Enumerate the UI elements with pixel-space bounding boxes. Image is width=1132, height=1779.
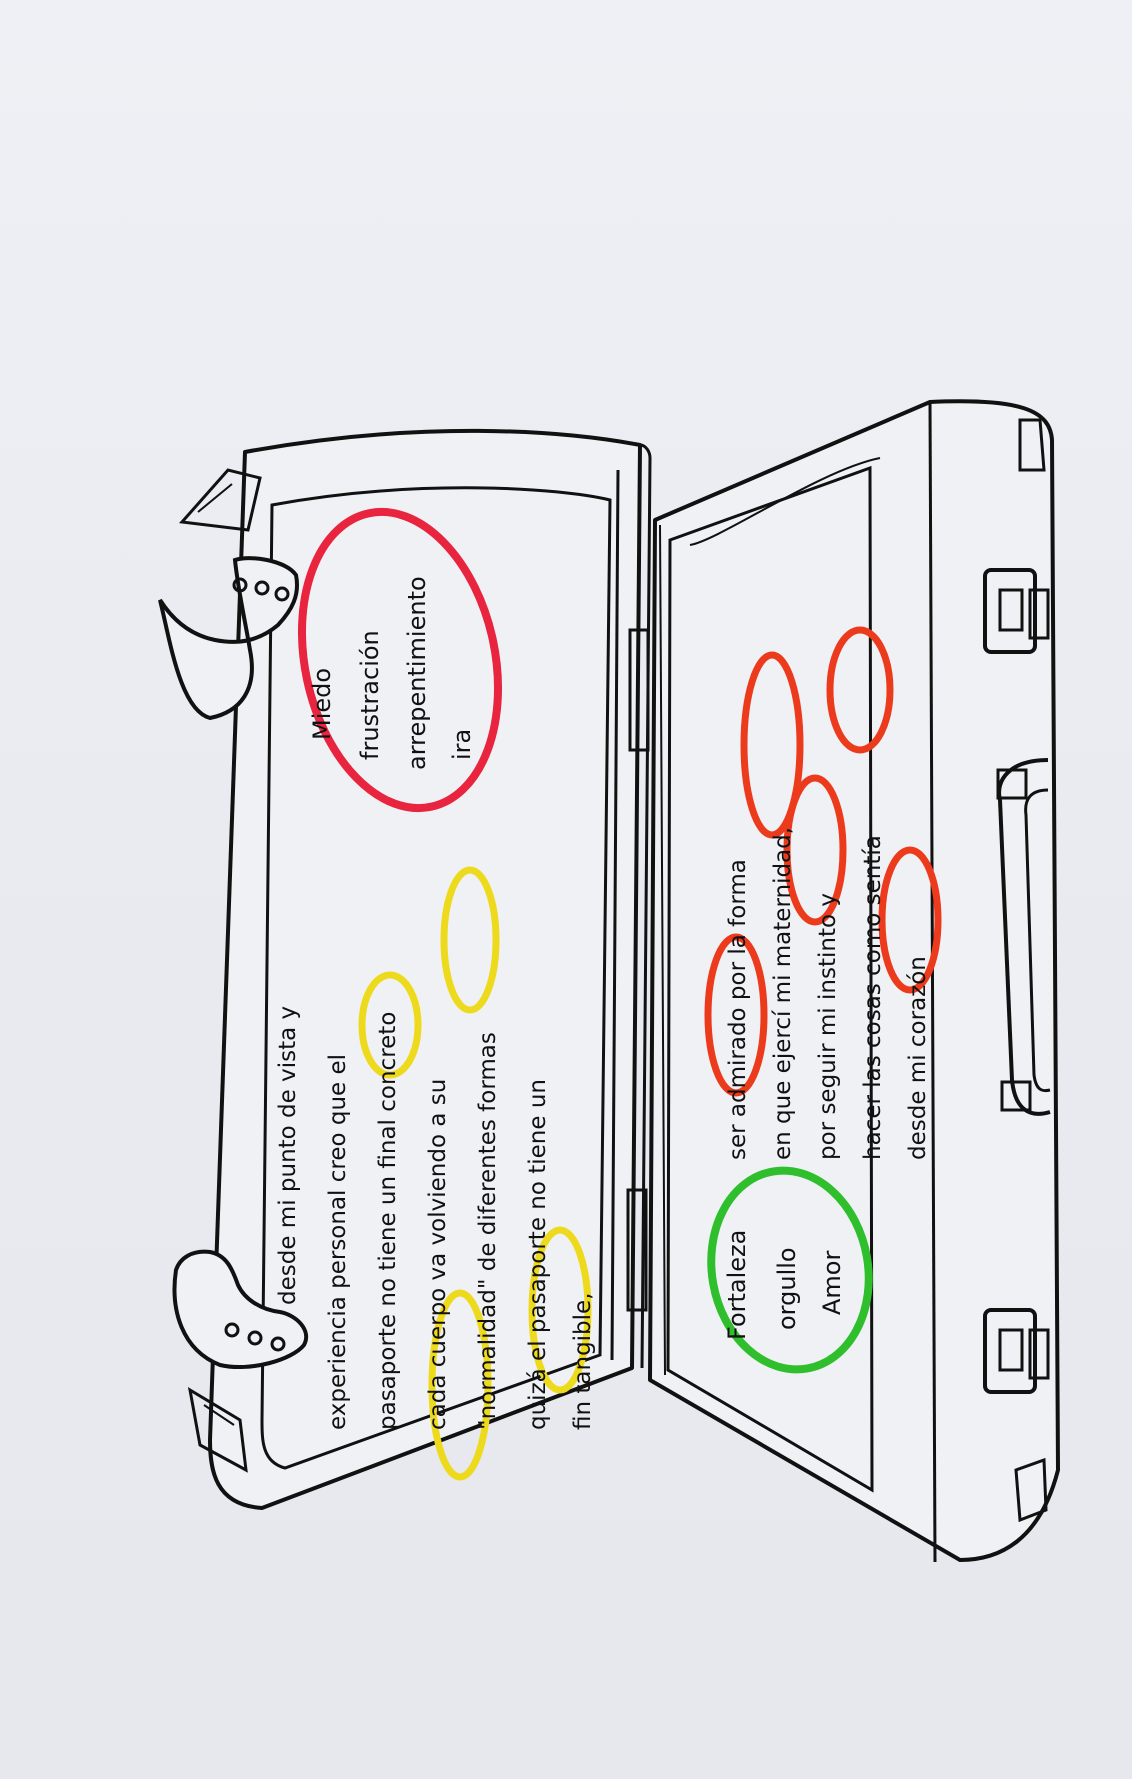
lid-line-6: quizá el pasaporte no tiene un	[525, 1079, 551, 1430]
emotion-fortaleza: Fortaleza	[723, 1230, 751, 1340]
emotion-frustracion: frustración	[356, 630, 384, 760]
base-line-1: ser admirado por la forma	[725, 859, 751, 1160]
emotion-arrepentimiento: arrepentimiento	[403, 576, 431, 770]
lid-line-7: fin tangible,	[570, 1292, 596, 1430]
emotion-orgullo: orgullo	[773, 1247, 801, 1330]
base-line-2: en que ejercí mi maternidad,	[770, 827, 796, 1160]
base-line-4: hacer las cosas como sentía	[860, 835, 886, 1160]
lid-line-2: experiencia personal creo que el	[325, 1054, 351, 1430]
emotion-miedo: Miedo	[308, 668, 336, 740]
base-line-5: desde mi corazón	[905, 956, 931, 1160]
lid-line-5: "normalidad" de diferentes formas	[475, 1032, 501, 1430]
lid-line-3: pasaporte no tiene un final concreto	[375, 1012, 401, 1430]
lid-line-4: cada cuerpo va volviendo a su	[425, 1079, 451, 1430]
base-line-3: por seguir mi instinto y	[815, 893, 841, 1160]
emotion-amor: Amor	[818, 1251, 846, 1315]
lid-line-1: desde mi punto de vista y	[275, 1006, 301, 1305]
emotion-ira: ira	[448, 729, 476, 760]
